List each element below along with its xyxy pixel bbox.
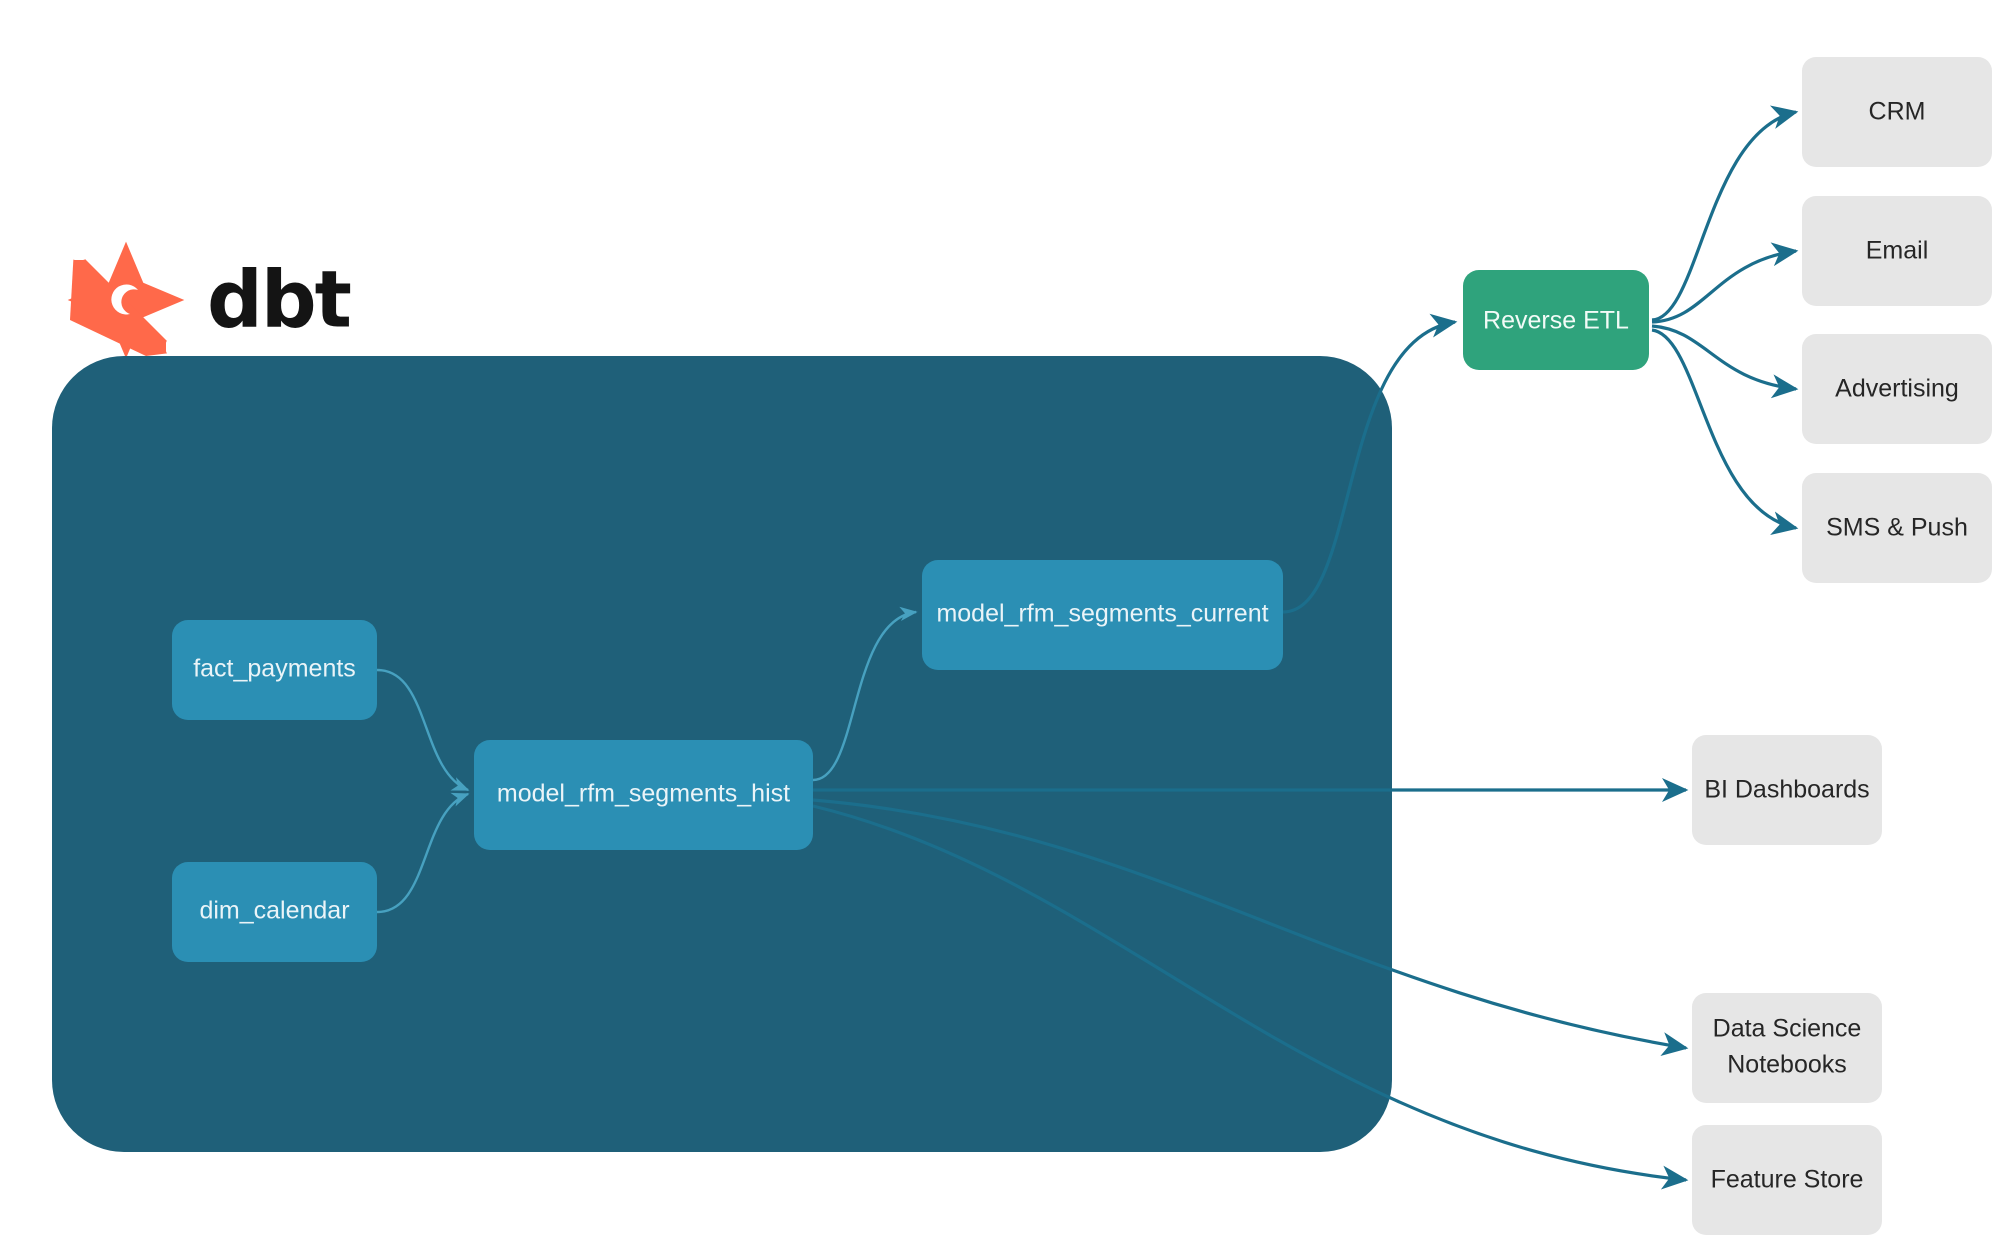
node-sms-push[interactable]: SMS & Push (1802, 473, 1992, 583)
node-label-line-1: Data Science (1713, 1015, 1862, 1043)
node-label: SMS & Push (1826, 514, 1968, 542)
node-email[interactable]: Email (1802, 196, 1992, 306)
node-label: Reverse ETL (1483, 307, 1629, 335)
node-crm[interactable]: CRM (1802, 57, 1992, 167)
analytics-consumers: BI Dashboards Data Science Notebooks Fea… (1692, 735, 1882, 1235)
node-reverse-etl[interactable]: Reverse ETL (1463, 270, 1649, 370)
node-label: Feature Store (1711, 1166, 1864, 1194)
edge-reverse-etl-to-sms-push (1651, 328, 1799, 536)
node-bi-dashboards[interactable]: BI Dashboards (1692, 735, 1882, 845)
node-label: fact_payments (193, 655, 356, 683)
node-data-science-notebooks[interactable]: Data Science Notebooks (1692, 993, 1882, 1103)
node-dim-calendar[interactable]: dim_calendar (172, 862, 377, 962)
dbt-brand-lockup: dbt (67, 241, 353, 359)
edge-hist-to-data-science-notebooks (812, 798, 1689, 1056)
edge-hist-to-current (812, 606, 918, 782)
node-advertising[interactable]: Advertising (1802, 334, 1992, 444)
node-model-rfm-segments-current[interactable]: model_rfm_segments_current (922, 560, 1283, 670)
edge-reverse-etl-to-advertising (1651, 324, 1799, 399)
edge-current-to-reverse-etl (1282, 313, 1458, 614)
model-nodes: fact_payments dim_calendar model_rfm_seg… (172, 560, 1283, 962)
node-label: BI Dashboards (1704, 776, 1869, 804)
node-label: dim_calendar (199, 897, 349, 925)
node-label: model_rfm_segments_hist (497, 780, 790, 808)
node-label: Email (1866, 237, 1929, 265)
node-feature-store[interactable]: Feature Store (1692, 1125, 1882, 1235)
activation-destinations: CRM Email Advertising SMS & Push (1802, 57, 1992, 583)
dbt-logo-icon (67, 241, 185, 359)
node-label: model_rfm_segments_current (936, 600, 1268, 628)
edge-dim-calendar-to-hist (376, 792, 470, 914)
edge-reverse-etl-to-email (1651, 242, 1799, 324)
edge-hist-to-feature-store (812, 804, 1689, 1190)
dbt-wordmark: dbt (207, 255, 351, 345)
edge-fact-payments-to-hist (376, 668, 470, 792)
node-label: CRM (1869, 98, 1926, 126)
edge-reverse-etl-to-crm (1651, 105, 1799, 322)
node-fact-payments[interactable]: fact_payments (172, 620, 377, 720)
node-label-line-2: Notebooks (1727, 1051, 1847, 1079)
node-model-rfm-segments-hist[interactable]: model_rfm_segments_hist (474, 740, 813, 850)
node-label: Advertising (1835, 375, 1959, 403)
